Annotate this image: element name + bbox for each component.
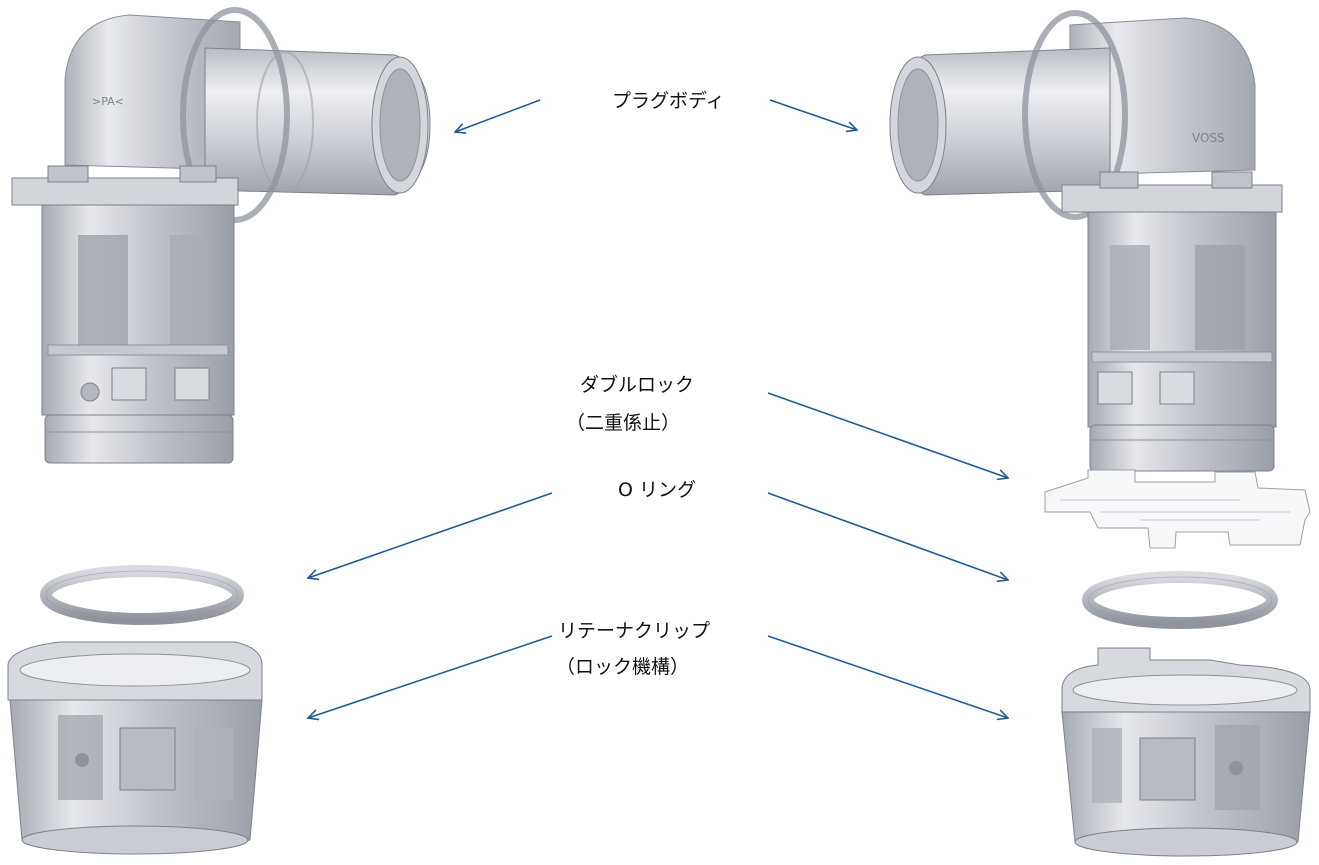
arrow-o-ring-left [308, 492, 553, 578]
right-double-lock-part [1044, 469, 1311, 549]
arrow-plug-body-left [455, 99, 541, 132]
label-double-lock-line2: （二重係止） [566, 412, 681, 434]
arrow-retainer-left [308, 635, 553, 718]
label-double-lock-line1: ダブルロック [580, 374, 695, 396]
arrow-plug-body-right [769, 99, 857, 130]
label-o-ring: O リング [618, 479, 696, 501]
right-body-marking: VOSS [1192, 131, 1225, 145]
label-retainer-line2: （ロック機構） [556, 656, 690, 678]
label-retainer-line1: リテーナクリップ [558, 620, 711, 642]
arrow-double-lock [767, 392, 1008, 478]
leader-arrows [308, 99, 1008, 718]
left-body-marking: >PA< [92, 95, 124, 108]
left-retainer-clip [7, 641, 263, 855]
arrow-retainer-right [767, 635, 1008, 718]
right-plug-body: VOSS [889, 10, 1283, 472]
arrow-o-ring-right [767, 492, 1008, 580]
label-plug-body: プラグボディ [612, 90, 725, 112]
left-plug-body: >PA< [11, 7, 431, 464]
left-o-ring [40, 565, 244, 625]
right-o-ring [1082, 571, 1278, 629]
right-retainer-clip [1061, 647, 1311, 857]
